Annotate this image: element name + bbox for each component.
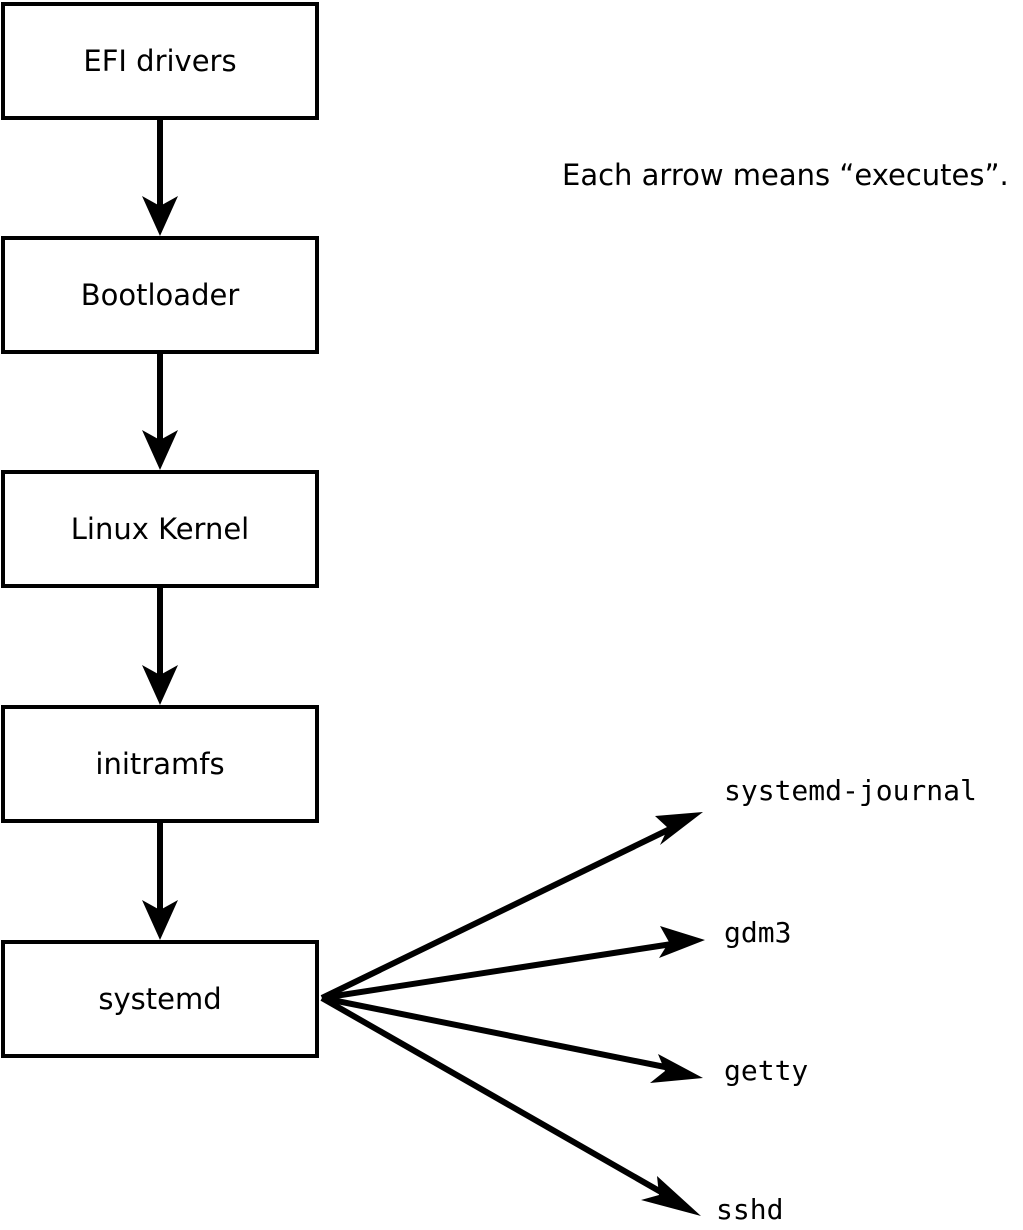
service-label-sshd: sshd: [716, 1193, 784, 1226]
service-arrow-systemd-journal: [320, 812, 703, 1001]
stage-box-label-bootloader: Bootloader: [80, 277, 240, 312]
service-arrow-sshd: [320, 995, 701, 1216]
service-arrow-getty: [321, 995, 703, 1083]
chain-arrow-initramfs-to-systemd: [142, 823, 178, 940]
stage-box-label-efi-drivers: EFI drivers: [83, 43, 237, 78]
service-label-getty: getty: [724, 1054, 809, 1087]
stage-box-initramfs[interactable]: initramfs: [1, 705, 319, 823]
stage-box-bootloader[interactable]: Bootloader: [1, 236, 319, 354]
stage-box-label-linux-kernel: Linux Kernel: [70, 511, 250, 546]
service-arrow-gdm3: [321, 926, 705, 1001]
service-label-gdm3: gdm3: [724, 916, 792, 949]
stage-box-efi-drivers[interactable]: EFI drivers: [1, 2, 319, 120]
chain-arrow-kernel-to-initramfs: [142, 588, 178, 705]
service-label-systemd-journal: systemd-journal: [724, 774, 977, 807]
stage-box-label-initramfs: initramfs: [95, 746, 225, 781]
stage-box-systemd[interactable]: systemd: [1, 940, 319, 1058]
stage-box-linux-kernel[interactable]: Linux Kernel: [1, 470, 319, 588]
stage-box-label-systemd: systemd: [98, 981, 222, 1016]
chain-arrow-efi-to-bootloader: [142, 120, 178, 236]
legend-note: Each arrow means “executes”.: [562, 158, 1009, 192]
chain-arrow-bootloader-to-kernel: [142, 354, 178, 470]
